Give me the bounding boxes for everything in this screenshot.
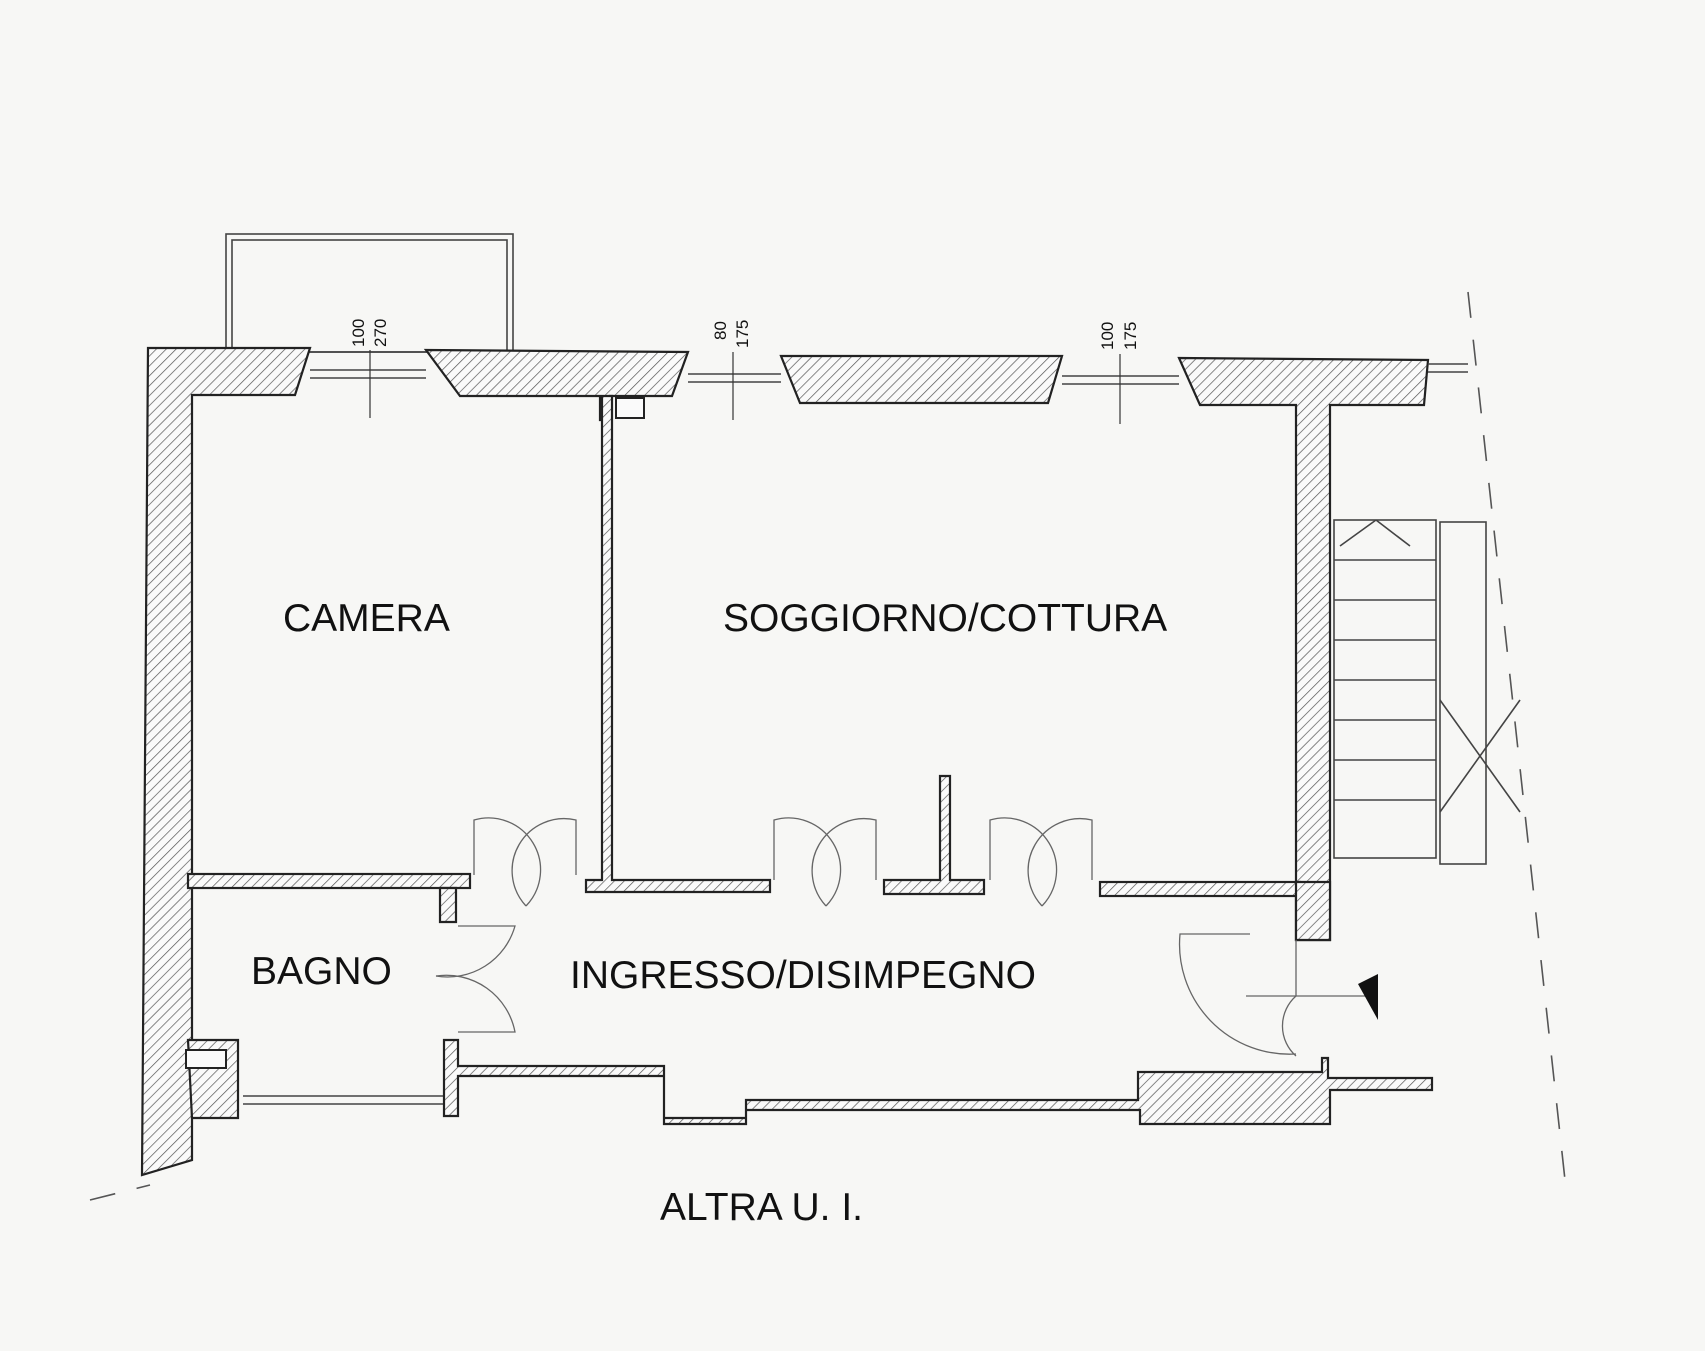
wall-t-partition xyxy=(882,774,986,896)
room-label-camera: CAMERA xyxy=(283,597,450,640)
doors xyxy=(435,817,1366,1057)
shaft-bagno xyxy=(185,1049,227,1069)
room-label-soggiorno: SOGGIORNO/COTTURA xyxy=(723,597,1167,640)
shaft xyxy=(615,397,645,419)
dimension-lines xyxy=(369,350,1121,424)
property-boundary xyxy=(89,291,1566,1201)
neighbor-unit-label: ALTRA U. I. xyxy=(660,1186,863,1229)
wall-bagno-stub xyxy=(438,886,458,924)
wall-top-2 xyxy=(779,354,1064,405)
wall-top-3 xyxy=(1177,356,1430,942)
room-label-bagno: BAGNO xyxy=(251,950,392,993)
stairs xyxy=(1333,519,1521,865)
balcony xyxy=(225,233,514,353)
window-2-height: 175 xyxy=(733,320,752,348)
wall-camera-soggiorno xyxy=(584,394,772,894)
window-2-width: 80 xyxy=(711,321,730,340)
window-3-height: 175 xyxy=(1121,322,1140,350)
balcony-inner xyxy=(231,239,508,353)
wall-left-exterior xyxy=(140,346,312,1177)
room-label-ingresso: INGRESSO/DISIMPEGNO xyxy=(570,954,1036,997)
wall-soggiorno-bottom-right xyxy=(1098,880,1302,898)
wall-camera-bagno xyxy=(186,872,472,890)
wall-right-lower xyxy=(1294,880,1332,942)
wall-top-1 xyxy=(423,348,690,422)
window-1-width: 100 xyxy=(349,319,368,347)
wall-bottom xyxy=(442,1038,1434,1126)
entrance-arrow-icon xyxy=(1358,974,1378,1020)
window-1-height: 270 xyxy=(371,319,390,347)
window-3-width: 100 xyxy=(1098,322,1117,350)
